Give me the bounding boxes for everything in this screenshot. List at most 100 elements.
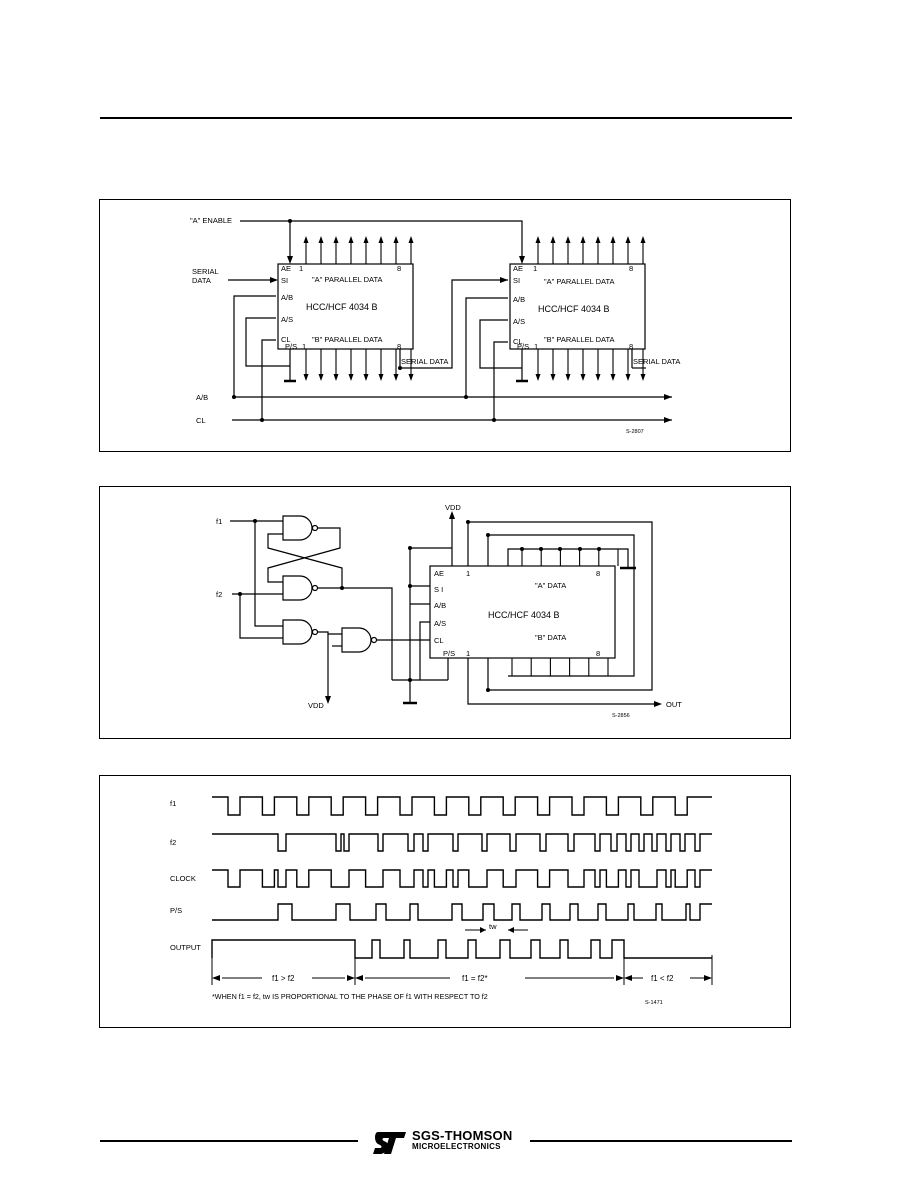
b-parallel-arrow: [595, 374, 601, 381]
company-logo: SGS-THOMSON MICROELECTRONICS: [372, 1128, 522, 1158]
a-parallel-arrow: [535, 236, 541, 243]
chip1-b-parallel-label: "B" PARALLEL DATA: [312, 335, 383, 344]
chip3-pin-1-bottom: 1: [466, 649, 470, 658]
b-parallel-arrow: [550, 374, 556, 381]
b-parallel-arrow: [348, 374, 354, 381]
chip3-pin-ae: AE: [434, 569, 444, 578]
a-parallel-arrow: [640, 236, 646, 243]
chip1-name: HCC/HCF 4034 B: [306, 302, 378, 312]
chip3-pin-8-top: 8: [596, 569, 600, 578]
figure-1-panel: [99, 199, 791, 452]
a-parallel-arrow: [333, 236, 339, 243]
figure-3-panel: [99, 775, 791, 1028]
waveform-f1: [212, 796, 712, 816]
region-label-f1-eq-f2: f1 = f2*: [462, 974, 488, 983]
a-enable-label: "A" ENABLE: [190, 216, 232, 225]
chip2-pin-ae: AE: [513, 264, 523, 273]
chip1-serial-out-label: SERIAL DATA: [401, 357, 448, 366]
figure-1-ref: S-2807: [626, 429, 644, 435]
b-parallel-arrow: [640, 374, 646, 381]
tw-label: tw: [489, 922, 497, 931]
brand-sub: MICROELECTRONICS: [412, 1142, 501, 1151]
chip2-serial-out-label: SERIAL DATA: [633, 357, 680, 366]
b-parallel-arrow: [535, 374, 541, 381]
a-parallel-arrow: [408, 236, 414, 243]
a-parallel-arrow: [393, 236, 399, 243]
footer-rule-left: [100, 1140, 358, 1142]
signal-label-clock: CLOCK: [170, 874, 196, 883]
a-parallel-arrow: [595, 236, 601, 243]
serial-data-label-1: SERIAL: [192, 267, 219, 276]
chip1-pin-cl: CL: [281, 335, 291, 344]
brand-name: SGS-THOMSON: [412, 1128, 513, 1143]
a-parallel-arrow: [348, 236, 354, 243]
chip3-a-data-label: "A" DATA: [535, 581, 566, 590]
chip1-pin-ab: A/B: [281, 293, 293, 302]
chip2-b-parallel-label: "B" PARALLEL DATA: [544, 335, 615, 344]
chip3-name: HCC/HCF 4034 B: [488, 610, 560, 620]
b-parallel-arrow: [363, 374, 369, 381]
chip1-pin-8-top: 8: [397, 264, 401, 273]
chip2-name: HCC/HCF 4034 B: [538, 304, 610, 314]
region-label-f1-gt-f2: f1 > f2: [272, 974, 295, 983]
chip2-pin-8-bottom: 8: [629, 342, 633, 351]
figure-2-data-taps: [511, 549, 619, 676]
chip1-pin-as: A/S: [281, 315, 293, 324]
a-parallel-arrow: [580, 236, 586, 243]
a-parallel-arrow: [363, 236, 369, 243]
chip1-pin-1-top: 1: [299, 264, 303, 273]
a-parallel-arrow: [565, 236, 571, 243]
signal-label-ps: P/S: [170, 906, 182, 915]
chip1-a-parallel-label: "A" PARALLEL DATA: [312, 275, 383, 284]
chip1-pin-ps: P/S: [285, 342, 297, 351]
chip3-pin-8-bottom: 8: [596, 649, 600, 658]
b-parallel-arrow: [318, 374, 324, 381]
a-parallel-arrow: [318, 236, 324, 243]
b-parallel-arrow: [565, 374, 571, 381]
chip2-pin-cl: CL: [513, 337, 523, 346]
chip2-pin-ab: A/B: [513, 295, 525, 304]
b-parallel-arrow: [625, 374, 631, 381]
region-label-f1-lt-f2: f1 < f2: [651, 974, 674, 983]
b-parallel-arrow: [378, 374, 384, 381]
signal-label-f2: f2: [170, 838, 176, 847]
chip3-pin-as: A/S: [434, 619, 446, 628]
chip1-pin-si: SI: [281, 276, 288, 285]
vdd-bottom-label: VDD: [308, 701, 324, 710]
f1-input-label: f1: [216, 517, 222, 526]
chip3-pin-ps: P/S: [443, 649, 455, 658]
b-parallel-arrow: [393, 374, 399, 381]
b-parallel-arrow: [408, 374, 414, 381]
chip3-pin-cl: CL: [434, 636, 444, 645]
b-parallel-arrow: [580, 374, 586, 381]
cl-bus-label: CL: [196, 416, 206, 425]
figure-2-ref: S-2856: [612, 713, 630, 719]
out-label: OUT: [666, 700, 682, 709]
ab-bus-label: A/B: [196, 393, 208, 402]
timing-footnote: *WHEN f1 = f2, tw IS PROPORTIONAL TO THE…: [212, 992, 488, 1001]
a-parallel-arrow: [303, 236, 309, 243]
chip3-b-data-label: "B" DATA: [535, 633, 566, 642]
waveform-ps: [212, 903, 712, 921]
b-parallel-arrow: [333, 374, 339, 381]
waveform-clock: [212, 869, 712, 888]
signal-label-output: OUTPUT: [170, 943, 201, 952]
chip1-pin-1-bottom: 1: [302, 342, 306, 351]
figure-2-panel: [99, 486, 791, 739]
chip2-pin-as: A/S: [513, 317, 525, 326]
figure-1-parallel-arrows: [303, 236, 646, 381]
chip1-pin-8-bottom: 8: [397, 342, 401, 351]
header-rule: [100, 117, 792, 119]
chip3-pin-1-top: 1: [466, 569, 470, 578]
signal-label-f1: f1: [170, 799, 176, 808]
chip2-a-parallel-label: "A" PARALLEL DATA: [544, 277, 615, 286]
a-parallel-arrow: [550, 236, 556, 243]
vdd-top-label: VDD: [445, 503, 461, 512]
st-logo-icon: [373, 1132, 406, 1154]
chip2-pin-ps: P/S: [517, 342, 529, 351]
chip3-pin-si: S I: [434, 585, 443, 594]
b-parallel-arrow: [610, 374, 616, 381]
a-parallel-arrow: [378, 236, 384, 243]
